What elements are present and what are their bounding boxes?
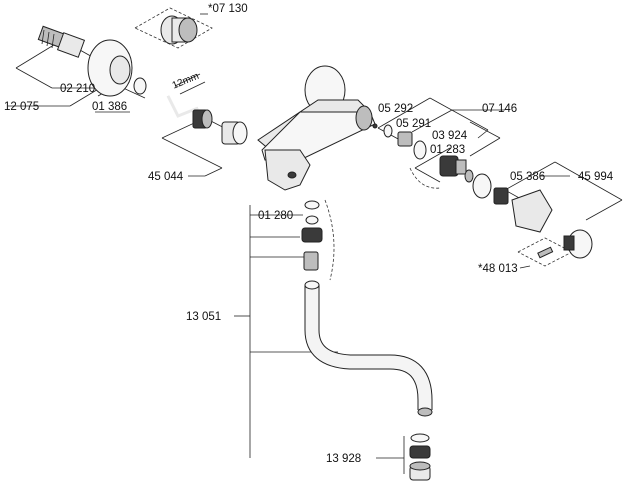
spout-13051 xyxy=(304,280,433,417)
adapter-07130 xyxy=(160,15,198,45)
s-union-12075 xyxy=(37,25,86,58)
washer-01386 xyxy=(133,77,147,95)
label-05291: 05 291 xyxy=(396,118,431,130)
label-48013: *48 013 xyxy=(478,263,518,275)
mixer-body xyxy=(257,65,376,191)
rosette-02210 xyxy=(87,39,133,97)
label-12075: 12 075 xyxy=(4,101,39,113)
label-01283: 01 283 xyxy=(430,144,465,156)
label-05292: 05 292 xyxy=(378,103,413,115)
label-45044: 45 044 xyxy=(148,171,184,183)
label-03924: 03 924 xyxy=(432,130,468,142)
label-02210: 02 210 xyxy=(60,83,95,95)
label-01386: 01 386 xyxy=(92,101,127,113)
label-13928: 13 928 xyxy=(326,453,361,465)
label-01280: 01 280 xyxy=(258,210,293,222)
label-12mm: 12mm xyxy=(171,71,201,92)
label-05386: 05 386 xyxy=(510,171,545,183)
spout-fittings xyxy=(301,199,335,281)
label-07130: *07 130 xyxy=(208,3,248,15)
handle-parts xyxy=(472,173,593,259)
hex-key-12mm xyxy=(166,73,206,118)
parts-drawings xyxy=(37,15,593,481)
label-13051: 13 051 xyxy=(186,311,221,323)
cartridge-parts xyxy=(372,123,474,189)
aerator-13928 xyxy=(409,433,431,481)
part-labels: *07 130 02 210 12 075 01 386 12mm 45 044… xyxy=(4,3,614,465)
label-45994: 45 994 xyxy=(578,171,614,183)
connector-45044 xyxy=(192,109,248,145)
screw-48013 xyxy=(537,246,554,259)
label-07146: 07 146 xyxy=(482,103,517,115)
